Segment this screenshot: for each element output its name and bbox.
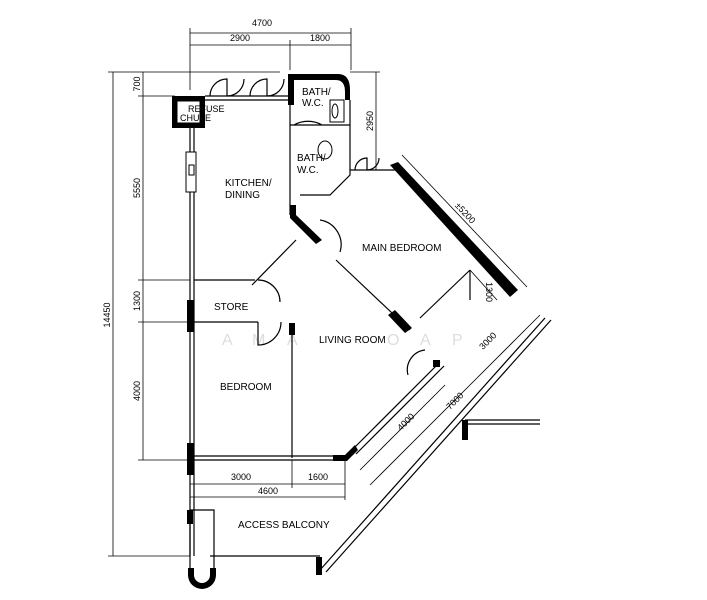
dim-top-total: 4700 [252, 18, 272, 28]
dim-top-right: 1800 [310, 33, 330, 43]
watermark-letter: M [252, 332, 265, 349]
label-living-room: LIVING ROOM [319, 335, 386, 346]
watermark-letter: A [420, 332, 431, 349]
dim-right-2950: 2950 [365, 111, 375, 131]
dimension-labels: 4700 2900 1800 14450 700 5550 1300 4000 … [102, 18, 498, 496]
dim-left-1300: 1300 [132, 291, 142, 311]
door-swings [209, 78, 426, 376]
label-refuse-chute: CHUTE [180, 113, 211, 123]
label-bath-1: BATH/ [302, 87, 331, 98]
label-main-bedroom: MAIN BEDROOM [362, 243, 441, 254]
watermark-letter: P [452, 332, 463, 349]
walls [172, 74, 552, 589]
dim-bottom-1600: 1600 [308, 472, 328, 482]
watermark-letter: O [387, 332, 399, 349]
dim-bottom-4600: 4600 [258, 486, 278, 496]
dim-left-total: 14450 [102, 302, 112, 327]
label-store: STORE [214, 302, 249, 313]
label-kitchen: DINING [225, 190, 260, 201]
dim-diag-4000: 4000 [395, 411, 416, 432]
dim-diag-7000: 7000 [444, 390, 465, 411]
dim-top-left: 2900 [230, 33, 250, 43]
label-bath-2: BATH/ [297, 153, 326, 164]
label-bath-1: W.C. [302, 98, 324, 109]
label-refuse-chute: REFUSE [188, 104, 225, 114]
label-access-balcony: ACCESS BALCONY [238, 520, 330, 531]
dim-left-5550: 5550 [132, 178, 142, 198]
watermark-letter: A [222, 332, 233, 349]
label-bath-2: W.C. [297, 165, 319, 176]
dim-left-4000: 4000 [132, 381, 142, 401]
dim-left-700: 700 [132, 76, 142, 91]
label-kitchen: KITCHEN/ [225, 178, 272, 189]
label-bedroom: BEDROOM [220, 382, 272, 393]
room-labels: REFUSE CHUTE BATH/ W.C. BATH/ W.C. KITCH… [180, 87, 441, 531]
dim-diag-1300: 1300 [484, 282, 494, 302]
dimension-lines [108, 28, 541, 557]
dim-diag-3000: 3000 [477, 330, 498, 351]
dim-bottom-3000: 3000 [231, 472, 251, 482]
